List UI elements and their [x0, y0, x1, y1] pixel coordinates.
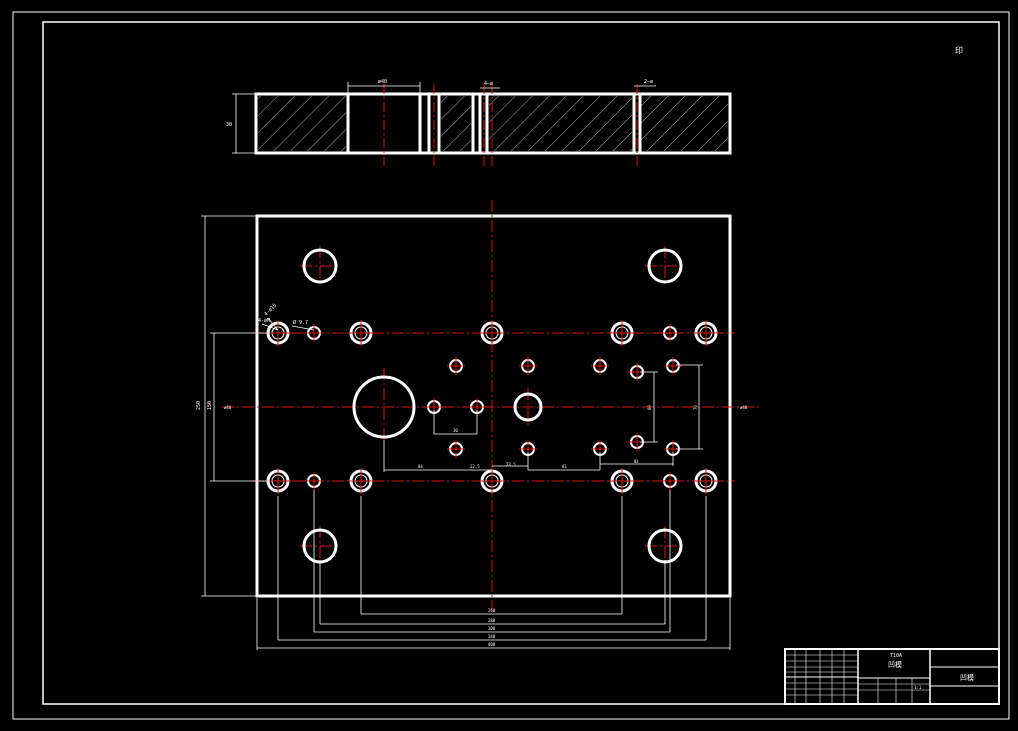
pin-hole — [305, 324, 323, 342]
dim-bottom-4: 400 — [488, 642, 496, 647]
big-punch-hole — [352, 375, 416, 439]
mid-punch-hole — [513, 392, 543, 422]
section-view: ø40 4–ø 2–ø 30 — [226, 79, 732, 166]
dim-overall-height: 250 — [196, 401, 202, 410]
section-outline — [254, 92, 732, 155]
pin-hole — [447, 357, 465, 375]
dim-bottom-mid-4: 81 — [634, 459, 639, 464]
dim-bottom-mid-0: 84 — [418, 464, 423, 469]
dim-hole-b: 2–ø — [644, 79, 653, 85]
dim-bottom-2: 300 — [488, 626, 496, 631]
bolt-hole — [348, 468, 374, 494]
dim-row-spacing: 150 — [207, 401, 213, 410]
dim-inner-small: 30 — [453, 428, 458, 433]
pin-hole — [661, 472, 679, 490]
pin-hole — [305, 472, 323, 490]
pin-hole — [519, 357, 537, 375]
pin-hole — [447, 440, 465, 458]
dim-right-inner: 80 — [647, 405, 652, 410]
plan-view: Ø 9.7 4-ø15 4-øM 250 150 ø40 ø40 84 22.5… — [196, 200, 760, 650]
callout-b: 4-ø15 — [263, 303, 278, 318]
title-material: T10A — [890, 653, 902, 659]
bolt-hole — [693, 468, 719, 494]
bolt-hole — [479, 468, 505, 494]
hatch-3 — [489, 96, 632, 151]
bolt-hole — [693, 320, 719, 346]
dim-opening: ø40 — [378, 79, 387, 85]
pin-hole — [664, 357, 682, 375]
small-holes — [305, 324, 682, 490]
corner-hole-tl — [302, 248, 338, 284]
outer-border — [12, 11, 1010, 720]
inner-border — [42, 21, 1000, 705]
title-scale: 1:1 — [914, 685, 922, 690]
bolt-hole — [479, 320, 505, 346]
plate-outline — [255, 214, 732, 598]
dim-bottom-0: 260 — [488, 608, 496, 613]
hatch-2 — [441, 96, 471, 151]
dim-center-left: ø40 — [224, 405, 232, 410]
hatch-4 — [641, 96, 728, 151]
callout-c: 4-øM — [258, 318, 270, 324]
dim-center-right: ø40 — [740, 405, 748, 410]
sheet-mark: 印 — [955, 46, 963, 55]
dim-bottom-3: 340 — [488, 634, 496, 639]
bolt-holes — [265, 320, 719, 494]
bolt-hole — [609, 320, 635, 346]
bolt-hole — [348, 320, 374, 346]
dim-hole-a: 4–ø — [484, 81, 493, 87]
title-right-label: 凹模 — [960, 673, 974, 682]
callout-a: Ø 9.7 — [293, 319, 308, 326]
dim-thickness: 30 — [226, 122, 232, 128]
dim-bottom-mid-3: 81 — [562, 464, 567, 469]
dim-bottom-1: 280 — [488, 618, 496, 623]
dim-right-outer: 70 — [693, 405, 698, 410]
dim-bottom-mid-2: 23.5 — [506, 462, 516, 467]
hatch-1 — [258, 96, 346, 151]
bolt-hole — [609, 468, 635, 494]
corner-hole-tr — [647, 248, 683, 284]
pin-hole — [661, 324, 679, 342]
pin-hole — [591, 357, 609, 375]
dim-bottom-mid-1: 22.5 — [470, 464, 480, 469]
title-part-name: 凹模 — [888, 660, 902, 669]
title-block — [784, 648, 1000, 705]
